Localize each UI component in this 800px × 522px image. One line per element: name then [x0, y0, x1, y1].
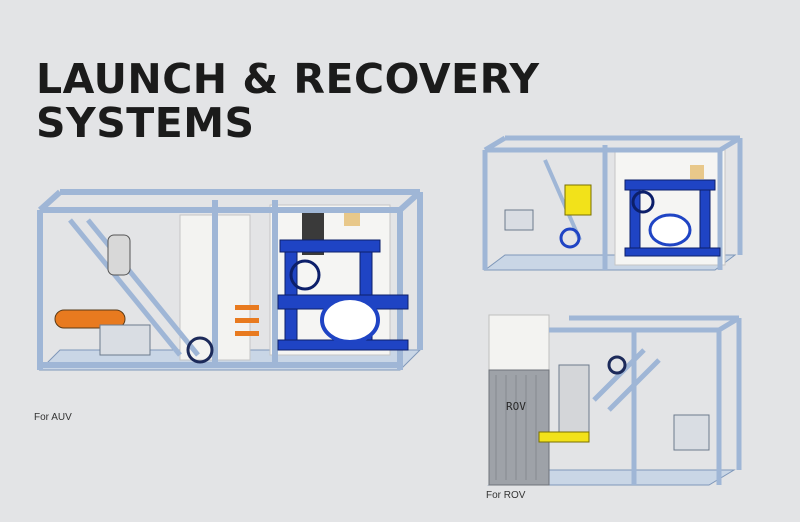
rov-lars-machinery-illustration — [482, 135, 743, 271]
auv-lars-illustration — [37, 189, 423, 371]
title-line-2: SYSTEMS — [36, 99, 255, 148]
title-line-1: LAUNCH & RECOVERY — [36, 55, 540, 104]
page-title: LAUNCH & RECOVERY SYSTEMS — [36, 57, 540, 145]
rov-caption: For ROV — [486, 490, 526, 501]
auv-caption: For AUV — [34, 412, 72, 423]
rov-container-marking: ROV — [506, 400, 526, 413]
rov-lars-illustration: ROV — [487, 314, 742, 486]
